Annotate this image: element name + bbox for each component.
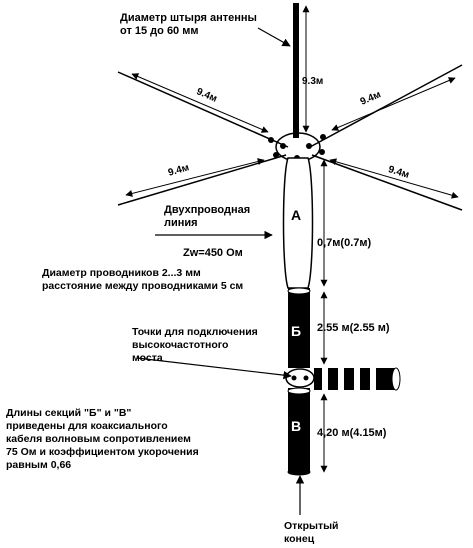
junction-dot [319, 149, 325, 155]
junction-dot [268, 137, 274, 143]
radial-upper-right [309, 64, 463, 148]
junction-dot [306, 143, 312, 149]
two-wire-line-label: Двухпроводная линия [164, 204, 251, 229]
coax-section-v [288, 388, 310, 473]
conductor-spec-label: Диаметр проводников 2...3 мм расстояние … [42, 267, 244, 292]
dim-radial-ul [131, 73, 269, 133]
coax-section-v-end [287, 468, 311, 476]
radial-lower-right [311, 154, 463, 211]
dim-radial-lr [329, 158, 459, 199]
bridge-points-label: Точки для подключения высокочастотного м… [132, 326, 258, 364]
bridge-dot [291, 375, 297, 381]
coax-section-v-cap [287, 387, 311, 395]
feed-coax-band [322, 368, 328, 390]
feed-coax-band [370, 368, 376, 390]
mast-diameter-label: Диаметр штыря антенны от 15 до 60 мм [120, 12, 257, 37]
bridge-pointer [136, 357, 292, 380]
impedance-label: Zw=450 Ом [183, 247, 243, 259]
open-end-label: Открытый конец [284, 520, 339, 545]
radial-upper-left [117, 71, 289, 148]
section-b-letter: Б [291, 323, 302, 339]
junction-dot [280, 143, 286, 149]
junction-dot [320, 134, 326, 140]
dim-radial-ll [125, 158, 265, 197]
feed-coax-end [391, 367, 401, 391]
whip-mast [293, 3, 299, 138]
section-a-letter: А [291, 207, 302, 223]
radial-lower-left [117, 154, 287, 206]
dim-section-v-text: 4,20 м(4.15м) [317, 427, 387, 439]
mast-pointer [257, 27, 291, 47]
section-v-letter: В [291, 418, 302, 434]
dim-radial-ur [331, 77, 456, 131]
feed-coax-band [354, 368, 360, 390]
section-note-label: Длины секций "Б" и "В" приведены для коа… [6, 407, 199, 471]
bridge-ring [285, 368, 315, 388]
feed-coax-band [338, 368, 344, 390]
coax-section-b-cap [287, 287, 311, 295]
junction-dot [273, 152, 279, 158]
dim-section-b-text: 2.55 м(2.55 м) [317, 322, 390, 334]
bridge-dot [303, 375, 309, 381]
two-wire-line [282, 157, 314, 289]
dim-section-a-text: 0,7м(0.7м) [317, 237, 372, 249]
dim-whip-text: 9.3м [302, 76, 324, 87]
coax-section-b [288, 288, 310, 368]
